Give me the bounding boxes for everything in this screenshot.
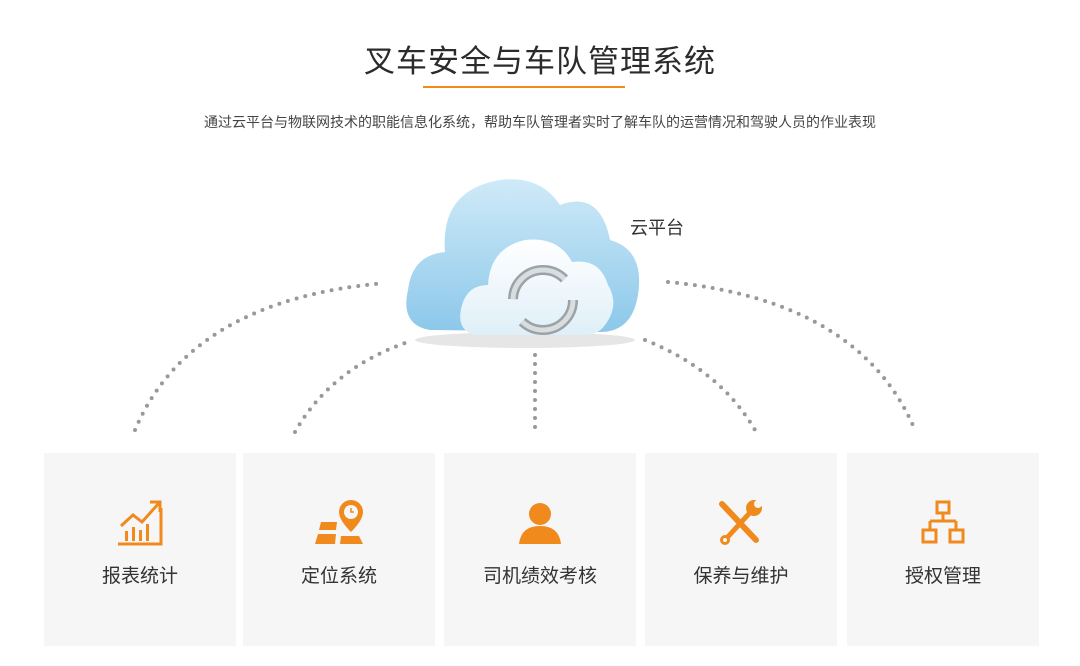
module-label: 司机绩效考核 [482,565,597,587]
module-card-location[interactable]: 定位系统 [243,453,435,646]
module-card-maintenance[interactable]: 保养与维护 [645,453,837,646]
page-subtitle: 通过云平台与物联网技术的职能信息化系统，帮助车队管理者实时了解车队的运营情况和驾… [204,115,876,131]
module-card-reports[interactable]: 报表统计 [44,453,236,646]
user-icon [444,498,636,548]
module-card-authorization[interactable]: 授权管理 [847,453,1039,646]
module-label: 报表统计 [101,565,178,587]
module-label: 定位系统 [300,565,377,587]
title-underline [423,86,625,88]
dotted-connectors [133,280,917,434]
tools-icon [645,498,837,548]
cloud-platform-label: 云平台 [630,218,684,239]
cloud-sync-icon [406,179,640,348]
page-title: 叉车安全与车队管理系统 [364,44,716,80]
module-label: 授权管理 [904,565,981,587]
hierarchy-icon [847,498,1039,548]
module-label: 保养与维护 [693,565,789,587]
module-card-driver-performance[interactable]: 司机绩效考核 [444,453,636,646]
map-location-icon [243,498,435,548]
chart-growth-icon [44,498,236,548]
